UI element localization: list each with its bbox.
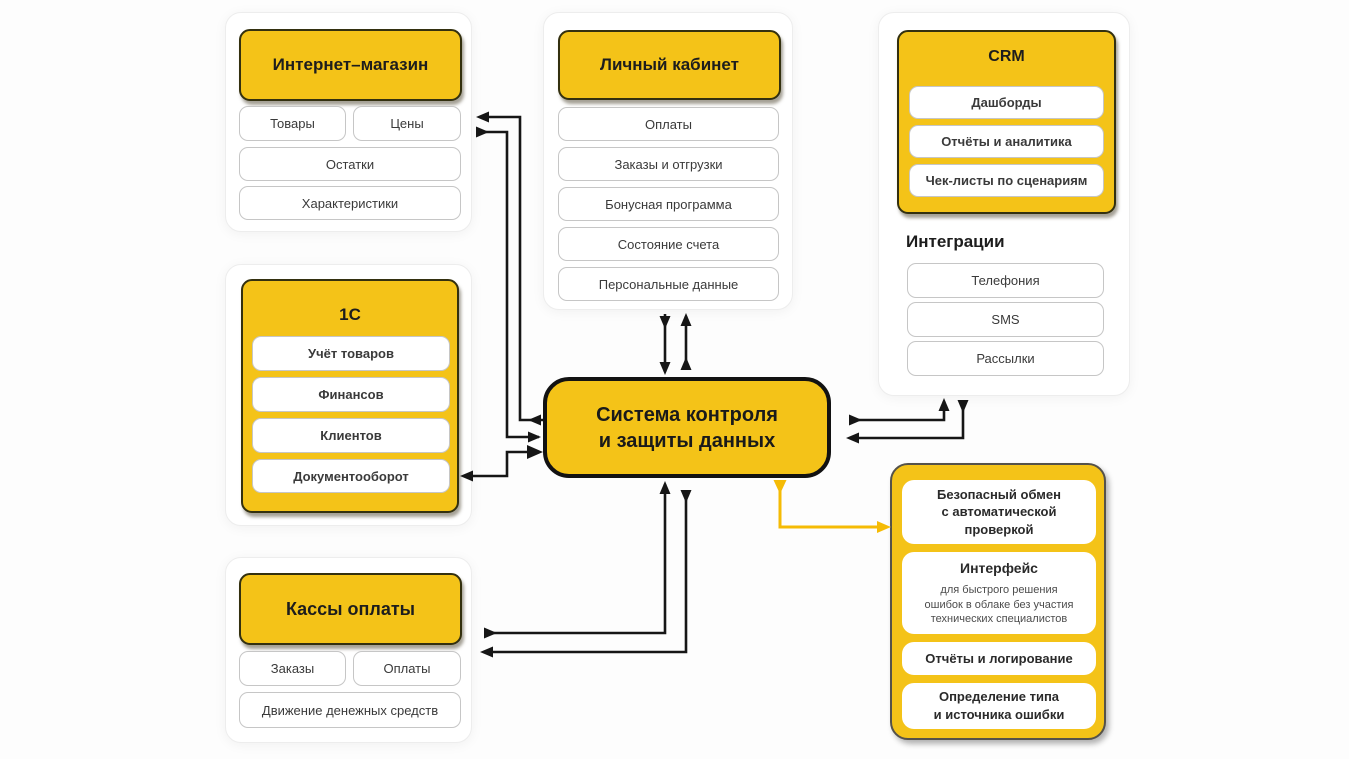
connector-center-to-account [680, 313, 692, 370]
central-system-node: Система контроля и защиты данных [543, 377, 831, 478]
cash-desks-header: Кассы оплаты [239, 573, 462, 645]
one-c-group: 1С Учёт товаров Финансов Клиентов Докуме… [225, 264, 472, 526]
personal-account-header: Личный кабинет [558, 30, 781, 100]
connector-center-to-cash [480, 490, 692, 658]
personal-account-group: Личный кабинет Оплаты Заказы и отгрузки … [543, 12, 793, 310]
feature-card-logging: Отчёты и логирование [902, 642, 1096, 675]
connector-center-to-crm [849, 398, 950, 426]
cash-desks-group: Кассы оплаты Заказы Оплаты Движение дене… [225, 557, 472, 743]
feature-card-error-detection: Определение типа и источника ошибки [902, 683, 1096, 729]
crm-group: CRM Дашборды Отчёты и аналитика Чек-лист… [878, 12, 1130, 396]
crm-box: CRM Дашборды Отчёты и аналитика Чек-лист… [897, 30, 1116, 214]
integration-item-mailings: Рассылки [907, 341, 1104, 376]
internet-shop-group: Интернет–магазин Товары Цены Остатки Хар… [225, 12, 472, 232]
crm-item-dashboards: Дашборды [909, 86, 1104, 119]
integrations-title: Интеграции [906, 232, 1005, 251]
personal-account-item-personal-data: Персональные данные [558, 267, 779, 301]
one-c-title: 1С [339, 305, 361, 324]
internet-shop-item-stock: Остатки [239, 147, 461, 181]
feature-subtitle: для быстрого решения ошибок в облаке без… [924, 583, 1074, 626]
connector-cash-to-center [484, 481, 671, 639]
feature-title: Интерфейс [960, 559, 1038, 576]
internet-shop-title: Интернет–магазин [272, 55, 429, 74]
connector-center-one-c [460, 445, 543, 482]
personal-account-item-orders: Заказы и отгрузки [558, 147, 779, 181]
feature-card-safe-exchange: Безопасный обмен с автоматической провер… [902, 480, 1096, 544]
crm-item-checklists: Чек-листы по сценариям [909, 164, 1104, 197]
integration-item-telephony: Телефония [907, 263, 1104, 298]
one-c-box: 1С Учёт товаров Финансов Клиентов Докуме… [241, 279, 459, 513]
one-c-item-clients: Клиентов [252, 418, 450, 453]
connector-center-to-features [773, 480, 891, 533]
cash-item-payments: Оплаты [353, 651, 461, 686]
cash-desks-title: Кассы оплаты [285, 598, 416, 619]
connector-center-to-shop [476, 111, 543, 426]
feature-title: Отчёты и логирование [925, 650, 1073, 666]
personal-account-item-payments: Оплаты [558, 107, 779, 141]
internet-shop-header: Интернет–магазин [239, 29, 462, 101]
one-c-item-goods-accounting: Учёт товаров [252, 336, 450, 371]
personal-account-item-balance: Состояние счета [558, 227, 779, 261]
feature-card-interface: Интерфейс для быстрого решения ошибок в … [902, 552, 1096, 634]
crm-item-reports: Отчёты и аналитика [909, 125, 1104, 158]
personal-account-title: Личный кабинет [600, 55, 739, 74]
internet-shop-item-specs: Характеристики [239, 186, 461, 220]
cash-item-cash-flow: Движение денежных средств [239, 692, 461, 728]
one-c-item-finance: Финансов [252, 377, 450, 412]
personal-account-item-bonus: Бонусная программа [558, 187, 779, 221]
integration-item-sms: SMS [907, 302, 1104, 337]
connector-shop-to-center [476, 126, 541, 443]
crm-title: CRM [988, 48, 1025, 65]
cash-item-orders: Заказы [239, 651, 346, 686]
connector-crm-to-center [846, 400, 969, 444]
features-block: Безопасный обмен с автоматической провер… [890, 463, 1106, 740]
connector-account-to-center [659, 314, 671, 375]
one-c-item-docflow: Документооборот [252, 459, 450, 493]
feature-title: Определение типа и источника ошибки [933, 689, 1065, 722]
internet-shop-item-prices: Цены [353, 106, 461, 141]
feature-title: Безопасный обмен с автоматической провер… [936, 486, 1062, 537]
internet-shop-item-goods: Товары [239, 106, 346, 141]
